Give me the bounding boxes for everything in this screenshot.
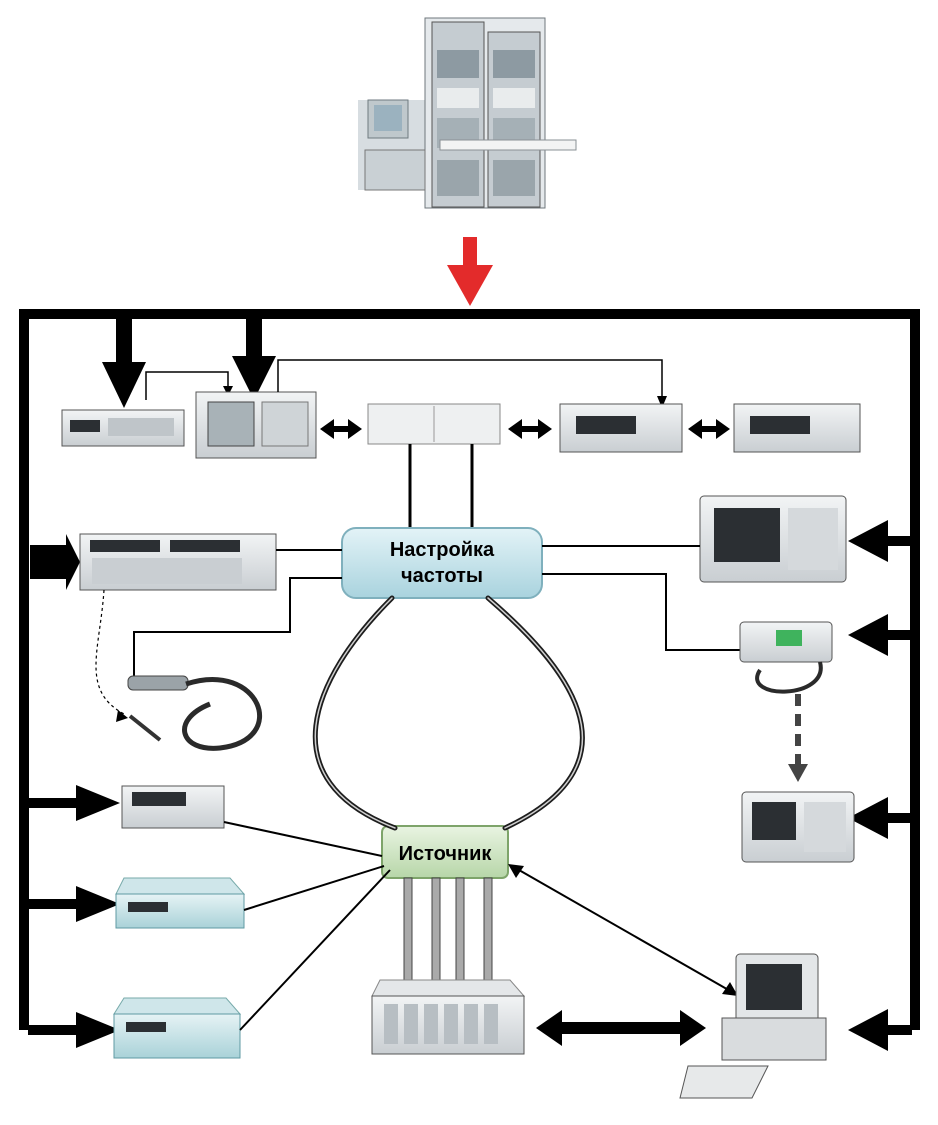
power-supply-2: [113, 997, 242, 1059]
source-connections-left: [223, 821, 391, 1031]
bus-left-arrows: [28, 534, 120, 1048]
source-label: Источник: [399, 843, 493, 865]
rf-cable-loop: [312, 595, 585, 831]
bus-drop-arrow: [102, 316, 276, 408]
computer-icon: [679, 953, 827, 1099]
sync-line: [277, 359, 663, 398]
frequency-tuning-label-line2: частоты: [401, 565, 483, 587]
frequency-tuning-label-line1: Настройка: [390, 539, 495, 561]
feed-arrow-icon: [447, 237, 493, 306]
tuning-to-probe-line: [133, 577, 342, 676]
power-meter-right: [739, 621, 833, 694]
source-to-computer-arrow: [508, 864, 738, 996]
double-arrow-3: [688, 419, 730, 439]
switch-unit: [367, 403, 501, 445]
trigger-line: [145, 371, 229, 400]
double-arrow-2: [508, 419, 552, 439]
probe-dashed-lead: [95, 589, 125, 715]
spectrum-analyzer-right: [699, 495, 847, 583]
signal-generator-left: [79, 533, 277, 591]
source-node: Источник: [381, 825, 509, 879]
dashed-arrow-down: [788, 694, 808, 782]
frequency-counter-top-right: [733, 403, 861, 453]
power-meter-left: [121, 785, 225, 829]
control-bus: [19, 309, 920, 1030]
double-arrow-1: [320, 419, 362, 439]
switch-to-tuning-lines: [408, 444, 474, 528]
power-sensor-cable: [127, 675, 263, 751]
frequency-counter-top: [559, 403, 683, 453]
tuning-to-power-meter-line: [542, 573, 740, 651]
test-station-icon: [358, 17, 577, 209]
spectrum-analyzer-lower-right: [741, 791, 855, 863]
load-to-computer-arrow: [536, 1010, 706, 1046]
electronic-load-unit: [371, 979, 526, 1055]
signal-generator-top-left: [61, 409, 185, 447]
dc-power-lines: [403, 877, 493, 989]
spectrum-analyzer-top: [195, 391, 317, 459]
power-supply-1: [115, 877, 246, 929]
frequency-tuning-node: Настройка частоты: [341, 527, 543, 599]
bus-right-arrows: [848, 520, 912, 1051]
